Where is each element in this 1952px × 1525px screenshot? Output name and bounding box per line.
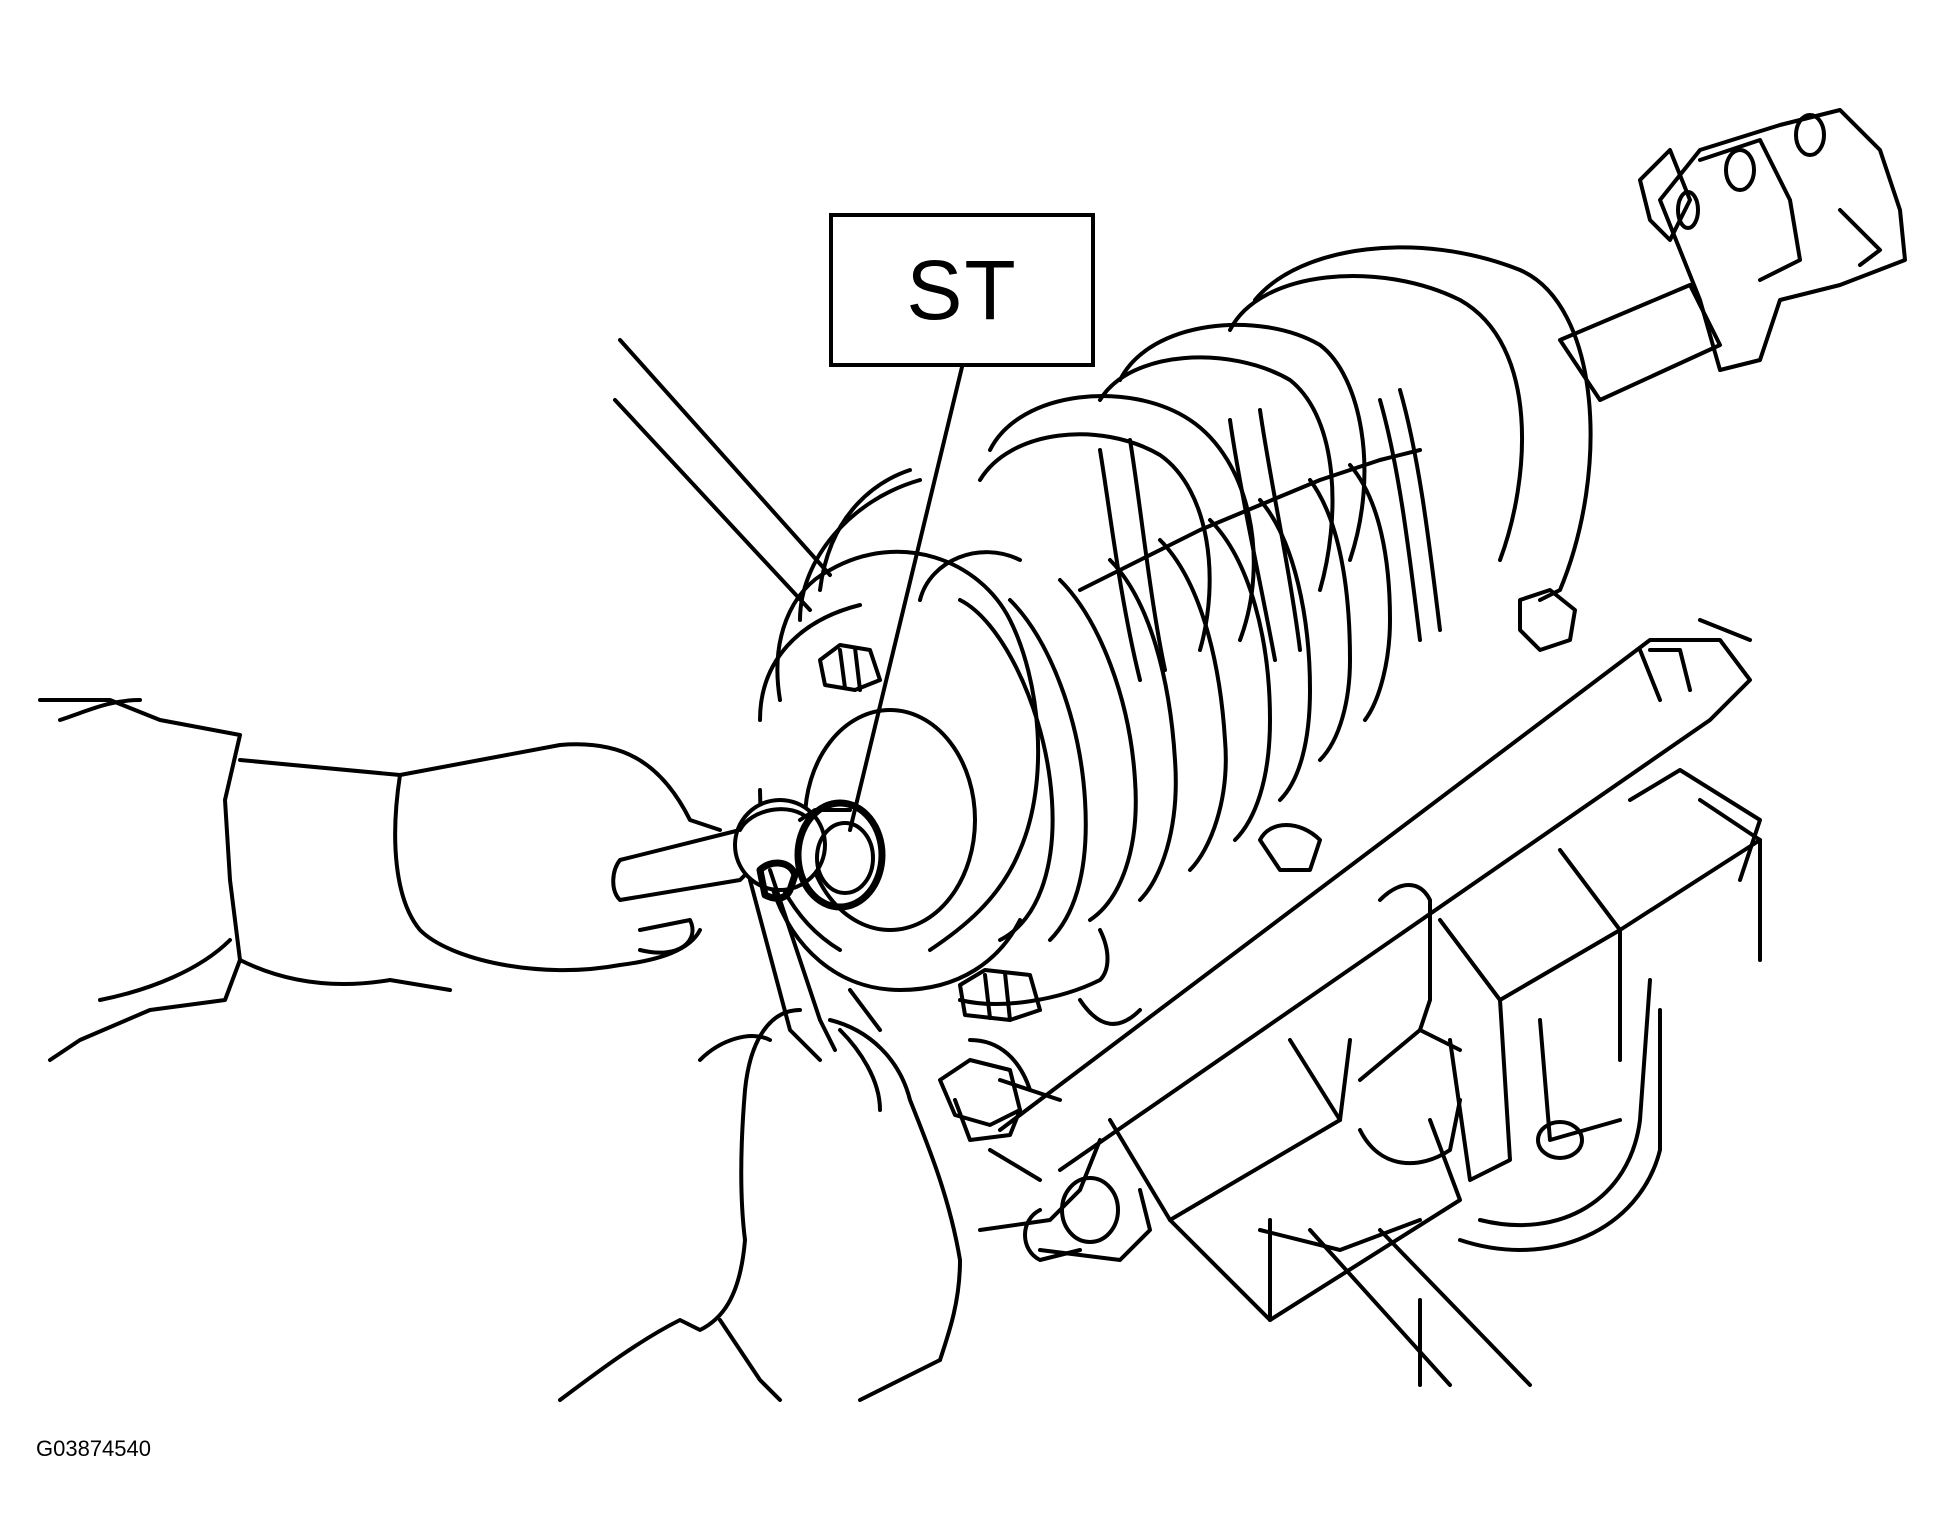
right-hand: [558, 988, 962, 1402]
figure-code: G03874540: [36, 1436, 151, 1461]
upper-mount-seat: [758, 468, 1142, 1026]
callout-leader-line: [848, 365, 964, 832]
bench-bars: [613, 338, 1532, 1387]
compressor-frame: [978, 618, 1752, 1232]
compressor-clamp-blocks: [1108, 768, 1762, 1322]
left-hand: [38, 698, 722, 1062]
coil-spring: [978, 245, 1593, 682]
mount-bolts: [818, 588, 1577, 1022]
callout-box: ST: [829, 213, 1095, 367]
special-tool-hex-key: [748, 859, 837, 1062]
spring-body-rings: [918, 448, 1422, 942]
lower-bolts: [938, 1038, 1152, 1262]
strut-upper-bracket: [1558, 108, 1907, 402]
vise-body: [1258, 978, 1662, 1252]
callout-label: ST: [906, 242, 1018, 337]
special-tool-nut: [794, 799, 886, 911]
